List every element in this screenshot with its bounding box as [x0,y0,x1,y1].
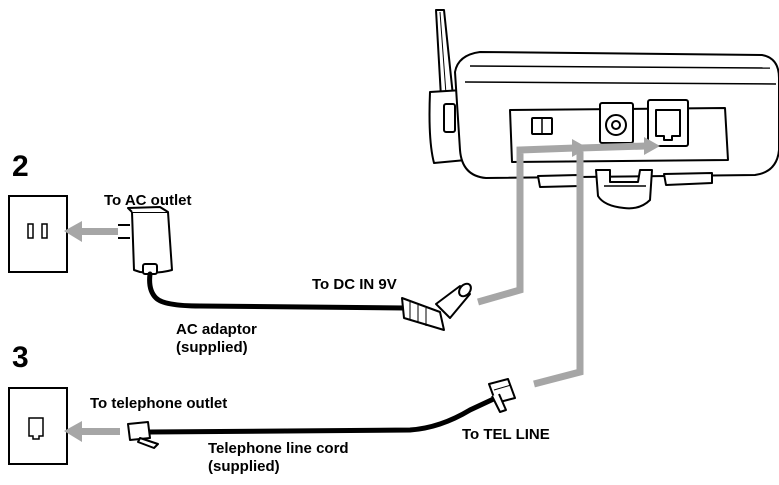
gray-arrows [64,221,120,442]
stand [595,169,653,210]
gray-leader-lines [477,142,647,388]
leader-dc-in [477,144,576,306]
ac-outlet-slot-right [41,223,48,239]
telephone-wall-outlet [8,387,68,465]
step-number-3: 3 [12,341,29,374]
modular-plug-outlet-end [127,421,159,449]
label-to-telephone-outlet: To telephone outlet [90,395,228,412]
label-to-dc-in: To DC IN 9V [312,276,397,293]
leader-arrowheads [572,137,660,157]
ac-outlet-slot-left [27,223,34,239]
label-ac-adaptor-line2: (supplied) [176,339,248,356]
label-to-tel-line: To TEL LINE [462,426,550,443]
label-ac-adaptor-line1: AC adaptor [176,321,257,338]
base-unit [428,9,779,210]
ac-adaptor [118,206,173,275]
label-to-ac-outlet: To AC outlet [104,192,192,209]
telephone-line-cord [147,393,503,435]
label-cord-line2: (supplied) [208,458,280,475]
step-number-2: 2 [12,150,29,183]
arrow-to-ac-outlet [64,221,118,242]
modular-plug-base-end [488,378,516,413]
arrow-to-tel-outlet [64,421,120,442]
ac-wall-outlet [8,195,68,273]
antenna [435,9,454,98]
dc-cable [147,271,408,311]
dc-plug [401,282,472,331]
leader-tel-line [533,142,647,388]
label-cord-line1: Telephone line cord [208,440,349,457]
